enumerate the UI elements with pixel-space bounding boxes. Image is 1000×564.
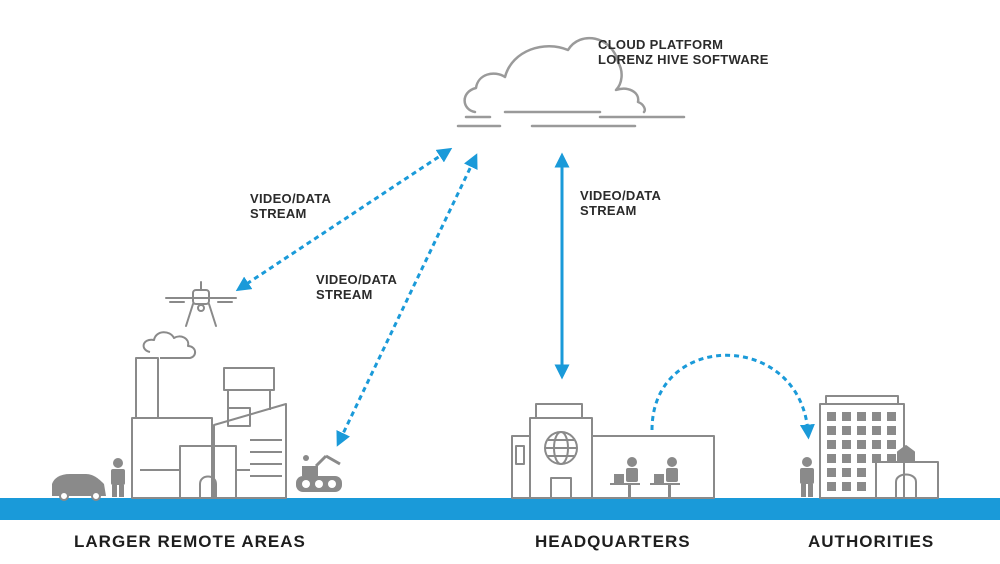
window [857, 426, 866, 435]
window [872, 412, 881, 421]
car-icon [52, 474, 106, 501]
window [887, 454, 896, 463]
stream-label-line1: VIDEO/DATA [250, 191, 332, 206]
window [872, 426, 881, 435]
officer-icon [800, 457, 814, 497]
robot-vehicle-icon [296, 454, 342, 492]
cloud-icon [456, 36, 686, 128]
cloud-platform-label: CLOUD PLATFORM LORENZ HIVE SOFTWARE [598, 37, 769, 67]
window [842, 440, 851, 449]
headquarters-icon [511, 403, 715, 499]
window [842, 482, 851, 491]
category-remote-areas: LARGER REMOTE AREAS [74, 532, 306, 551]
operators-icon [610, 457, 680, 497]
window [842, 426, 851, 435]
cloud-title-line1: CLOUD PLATFORM [598, 37, 724, 52]
window [857, 412, 866, 421]
stream-label-line1: VIDEO/DATA [580, 188, 662, 203]
window [857, 468, 866, 477]
stream-label-line2: STREAM [316, 287, 373, 302]
cloud-title-line2: LORENZ HIVE SOFTWARE [598, 52, 769, 67]
window [887, 440, 896, 449]
window [887, 426, 896, 435]
category-headquarters: HEADQUARTERS [535, 532, 691, 551]
window [857, 482, 866, 491]
window [827, 482, 836, 491]
stream-label-line2: STREAM [580, 203, 637, 218]
drone-stream-label: VIDEO/DATA STREAM [250, 191, 331, 221]
factory-icon [131, 331, 287, 499]
window [827, 412, 836, 421]
hq-stream-label: VIDEO/DATA STREAM [580, 188, 661, 218]
window [872, 454, 881, 463]
window [842, 468, 851, 477]
window [857, 454, 866, 463]
drone-icon [165, 281, 237, 327]
authorities-building-icon [819, 395, 939, 499]
window [827, 454, 836, 463]
stream-label-line2: STREAM [250, 206, 307, 221]
window [872, 440, 881, 449]
window [887, 412, 896, 421]
category-authorities: AUTHORITIES [808, 532, 935, 551]
hq-to-authorities-arrow [650, 353, 815, 440]
authorities-windows [827, 412, 896, 491]
robot-stream-label: VIDEO/DATA STREAM [316, 272, 397, 302]
stream-label-line1: VIDEO/DATA [316, 272, 398, 287]
guard-icon [111, 458, 125, 497]
robot-stream-arrow [336, 153, 478, 447]
window [827, 440, 836, 449]
window [827, 468, 836, 477]
window [827, 426, 836, 435]
window [842, 454, 851, 463]
window [842, 412, 851, 421]
window [857, 440, 866, 449]
ground-bar [0, 498, 1000, 520]
